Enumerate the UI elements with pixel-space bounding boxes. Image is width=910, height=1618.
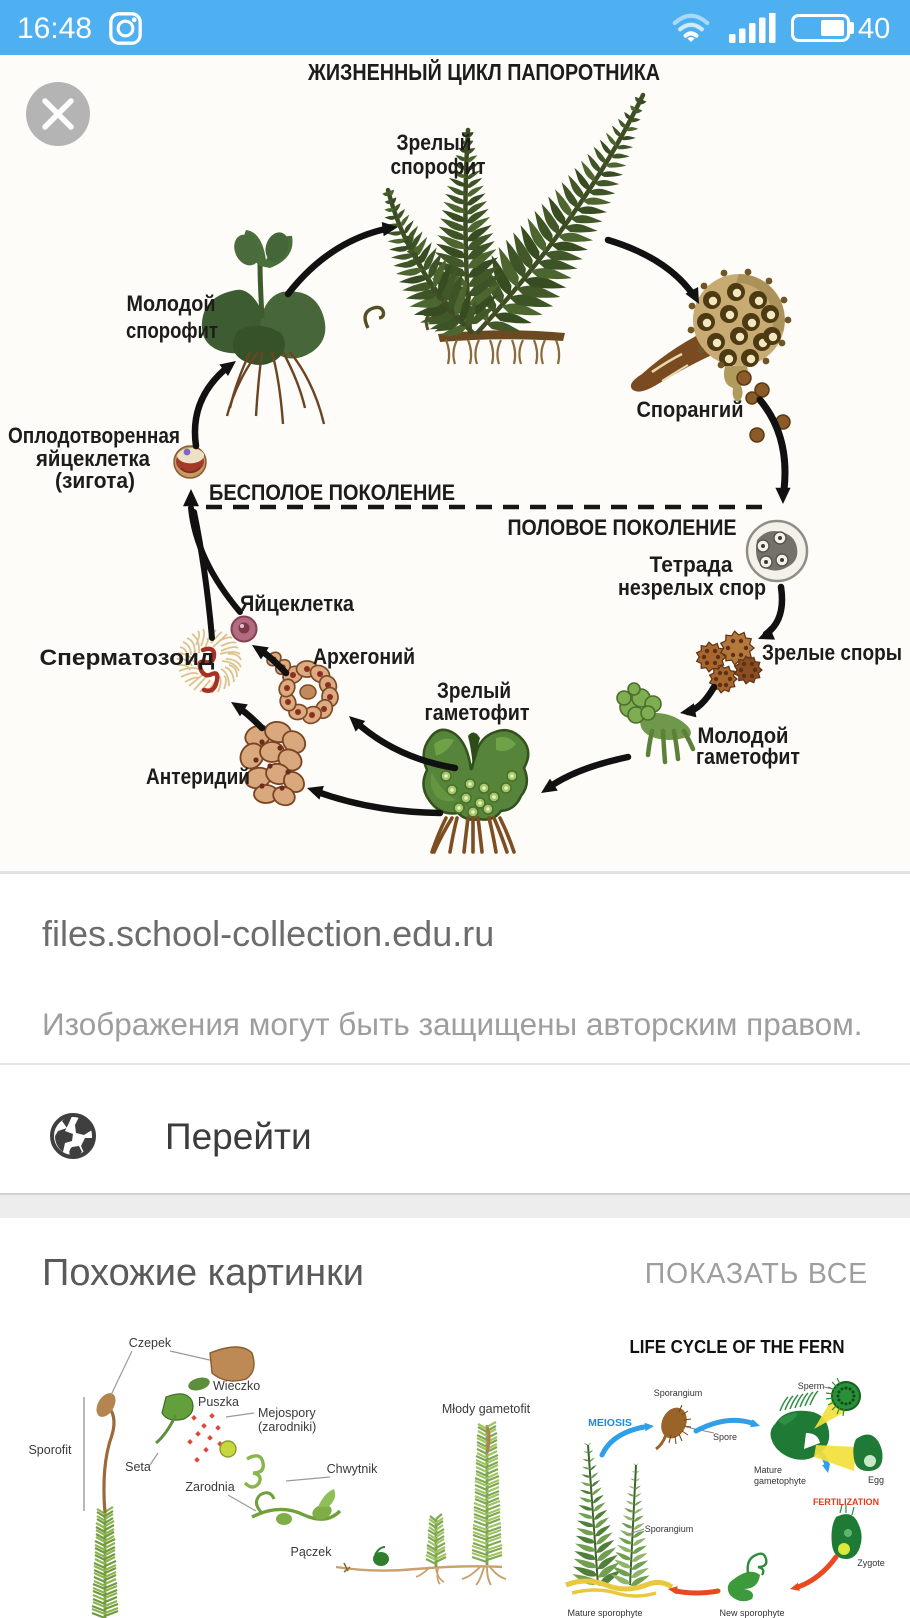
svg-text:Зрелый: Зрелый bbox=[437, 678, 511, 703]
svg-text:MEIOSIS: MEIOSIS bbox=[588, 1417, 632, 1429]
svg-text:Тетрада: Тетрада bbox=[650, 552, 734, 577]
svg-text:Антеридий: Антеридий bbox=[146, 764, 250, 789]
svg-text:LIFE CYCLE OF THE FERN: LIFE CYCLE OF THE FERN bbox=[630, 1337, 845, 1357]
svg-text:Egg: Egg bbox=[868, 1475, 884, 1485]
svg-text:Puszka: Puszka bbox=[198, 1395, 239, 1409]
svg-text:Sperm: Sperm bbox=[798, 1381, 825, 1391]
svg-text:Сперматозоид: Сперматозоид bbox=[40, 645, 215, 670]
svg-text:Zarodnia: Zarodnia bbox=[185, 1480, 234, 1494]
svg-text:Czepek: Czepek bbox=[129, 1336, 172, 1350]
svg-text:Mature sporophyte: Mature sporophyte bbox=[567, 1608, 642, 1618]
svg-text:Sporangium: Sporangium bbox=[645, 1524, 694, 1534]
svg-text:Wieczko: Wieczko bbox=[213, 1379, 260, 1393]
svg-text:Zygote: Zygote bbox=[857, 1558, 885, 1568]
svg-text:Seta: Seta bbox=[125, 1460, 151, 1474]
svg-text:Chwytnik: Chwytnik bbox=[327, 1462, 378, 1476]
svg-text:(zarodniki): (zarodniki) bbox=[258, 1420, 316, 1434]
svg-text:Оплодотворенная: Оплодотворенная bbox=[8, 423, 180, 448]
svg-text:Sporofit: Sporofit bbox=[28, 1443, 72, 1457]
svg-text:gametophyte: gametophyte bbox=[754, 1476, 806, 1486]
svg-text:Зрелые споры: Зрелые споры bbox=[762, 640, 902, 665]
svg-text:Архегоний: Архегоний bbox=[313, 644, 415, 669]
svg-text:незрелых спор: незрелых спор bbox=[618, 575, 766, 600]
svg-text:БЕСПОЛОЕ ПОКОЛЕНИЕ: БЕСПОЛОЕ ПОКОЛЕНИЕ bbox=[209, 480, 455, 505]
svg-text:(зигота): (зигота) bbox=[55, 468, 135, 493]
svg-text:яйцеклетка: яйцеклетка bbox=[35, 446, 151, 471]
svg-text:Яйцеклетка: Яйцеклетка bbox=[240, 591, 355, 616]
svg-text:Pączek: Pączek bbox=[291, 1545, 333, 1559]
svg-text:спорофит: спорофит bbox=[126, 318, 218, 343]
svg-text:ЖИЗНЕННЫЙ ЦИКЛ ПАПОРОТНИКА: ЖИЗНЕННЫЙ ЦИКЛ ПАПОРОТНИКА bbox=[307, 58, 660, 85]
svg-text:Spore: Spore bbox=[713, 1432, 737, 1442]
svg-text:New sporophyte: New sporophyte bbox=[719, 1608, 784, 1618]
svg-text:Sporangium: Sporangium bbox=[654, 1388, 703, 1398]
svg-text:гаметофит: гаметофит bbox=[696, 744, 800, 769]
svg-text:Młody gametofit: Młody gametofit bbox=[442, 1402, 531, 1416]
svg-text:Mature: Mature bbox=[754, 1465, 782, 1475]
svg-text:ПОЛОВОЕ ПОКОЛЕНИЕ: ПОЛОВОЕ ПОКОЛЕНИЕ bbox=[508, 515, 737, 540]
svg-text:Молодой: Молодой bbox=[127, 291, 216, 316]
svg-text:спорофит: спорофит bbox=[391, 154, 486, 179]
svg-text:Mejospory: Mejospory bbox=[258, 1406, 316, 1420]
svg-text:Спорангий: Спорангий bbox=[637, 397, 744, 422]
svg-text:Зрелый: Зрелый bbox=[397, 130, 472, 155]
svg-text:Молодой: Молодой bbox=[698, 723, 789, 748]
svg-text:FERTILIZATION: FERTILIZATION bbox=[813, 1497, 879, 1508]
svg-text:гаметофит: гаметофит bbox=[425, 700, 530, 725]
